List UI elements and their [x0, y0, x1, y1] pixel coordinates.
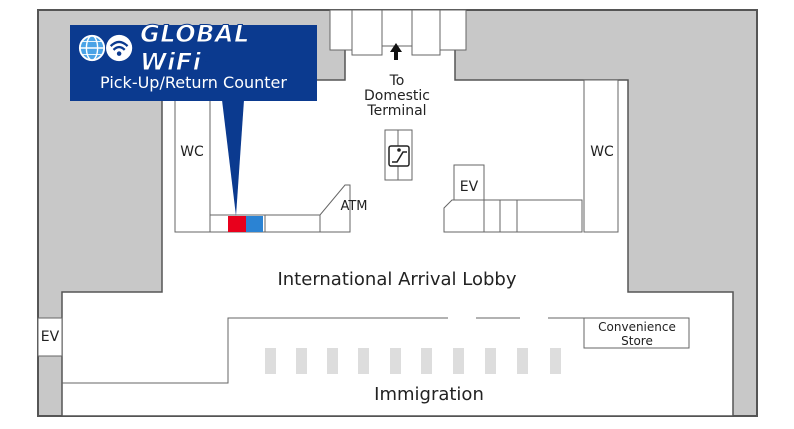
counter-blue-marker[interactable]	[246, 216, 263, 232]
to-domestic-line1: To	[389, 73, 405, 89]
convenience-line1: Convenience	[598, 320, 676, 334]
banner-logo: GLOBAL WiFi®	[78, 20, 317, 77]
registered-mark: ®	[202, 54, 211, 64]
convenience-line2: Store	[621, 334, 653, 348]
left-room-block	[174, 99, 351, 233]
wc-left-label: WC	[180, 144, 204, 160]
ev-left-box	[37, 317, 63, 357]
arrow-up-icon	[390, 43, 402, 60]
ev-left-label: EV	[41, 329, 60, 345]
to-domestic-line2: Domestic	[364, 88, 430, 104]
right-room-block	[443, 79, 619, 233]
brand-name: GLOBAL WiFi®	[140, 20, 250, 77]
top-corridor-facade	[329, 9, 467, 56]
immigration-label: Immigration	[374, 384, 484, 405]
wc-right-label: WC	[590, 144, 614, 160]
escalator-icon	[388, 145, 410, 167]
lobby-label: International Arrival Lobby	[277, 269, 516, 290]
immigration-hall	[62, 317, 690, 384]
global-wifi-counter-banner[interactable]: GLOBAL WiFi® Pick-Up/Return Counter	[70, 20, 317, 101]
ev-center-label: EV	[460, 179, 479, 195]
counter-red-marker[interactable]	[228, 216, 246, 232]
counter-subtitle: Pick-Up/Return Counter	[100, 73, 287, 92]
counter-pointer	[222, 100, 244, 216]
immigration-booths	[265, 348, 561, 374]
to-domestic-line3: Terminal	[366, 103, 426, 119]
atm-label: ATM	[340, 199, 367, 214]
globe-wifi-icon	[78, 34, 133, 62]
